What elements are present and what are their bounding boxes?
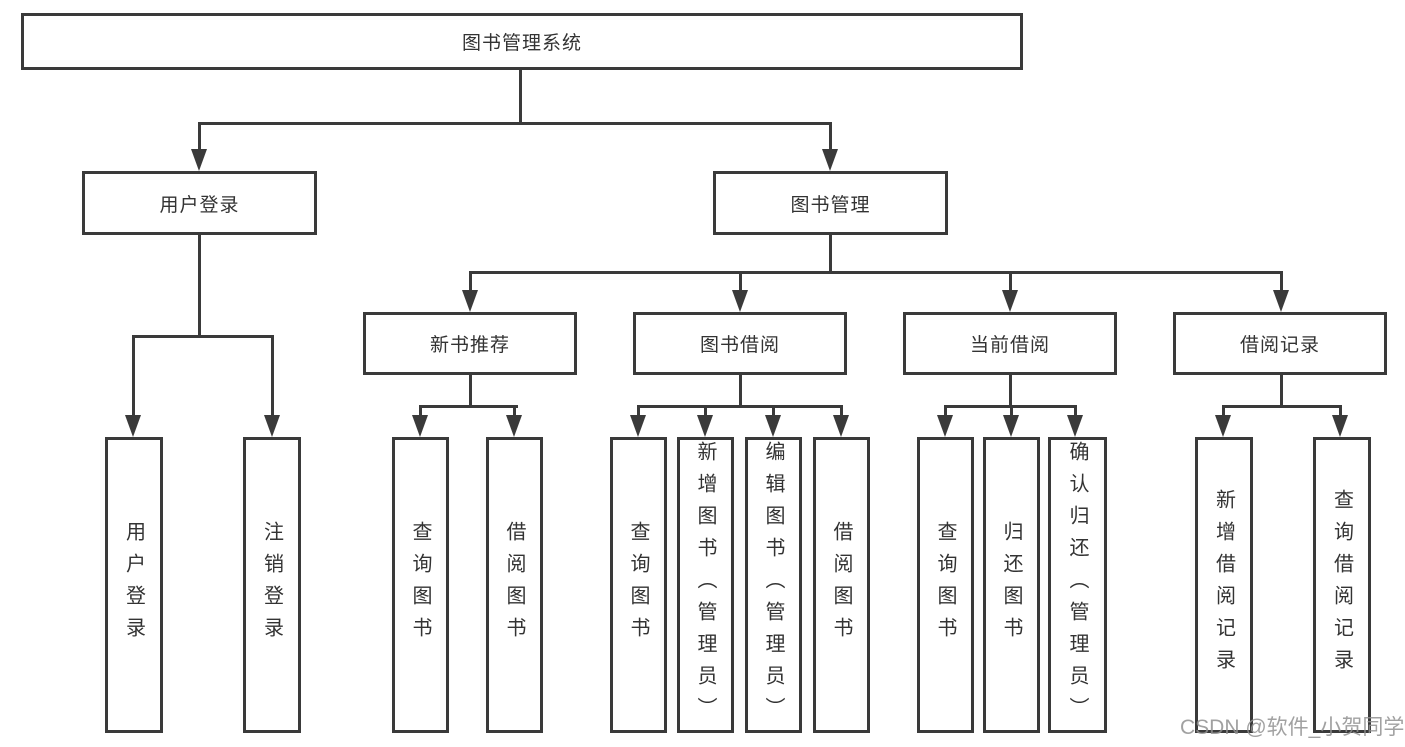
leaf-current-return-label: 归还图书 xyxy=(1000,521,1022,649)
connector-line-cb3 xyxy=(1074,405,1077,419)
arrow-to-borrow-records xyxy=(1273,290,1289,312)
leaf-borrow-borrow-label: 借阅图书 xyxy=(830,521,852,649)
connector-book-borrow-stem xyxy=(739,375,742,408)
arrow-cb2 xyxy=(1003,415,1019,437)
leaf-new-books-borrow: 借阅图书 xyxy=(486,437,543,733)
connector-user-login-bar xyxy=(132,335,274,338)
connector-line-br1 xyxy=(1222,405,1225,419)
connector-line-bb2 xyxy=(704,405,707,419)
arrow-nb1 xyxy=(412,415,428,437)
leaf-records-query-label: 查询借阅记录 xyxy=(1330,489,1353,681)
node-book-borrow: 图书借阅 xyxy=(633,312,847,375)
connector-line-to-book-management xyxy=(829,122,832,152)
connector-current-borrow-stem xyxy=(1009,375,1012,408)
arrow-br1 xyxy=(1215,415,1231,437)
leaf-current-confirm-return-admin: 确认归还（管理员） xyxy=(1048,437,1107,733)
arrow-bb3 xyxy=(765,415,781,437)
connector-root-bar xyxy=(198,122,832,125)
arrow-to-book-borrow xyxy=(732,290,748,312)
leaf-records-query: 查询借阅记录 xyxy=(1313,437,1371,733)
leaf-new-books-borrow-label: 借阅图书 xyxy=(503,521,525,649)
node-new-book-recommend: 新书推荐 xyxy=(363,312,577,375)
arrow-to-current-borrow xyxy=(1002,290,1018,312)
connector-line-to-borrow-records xyxy=(1280,271,1283,293)
arrow-bb1 xyxy=(630,415,646,437)
leaf-borrow-query: 查询图书 xyxy=(610,437,667,733)
arrow-cb1 xyxy=(937,415,953,437)
arrow-to-user-login xyxy=(191,149,207,171)
connector-borrow-records-bar xyxy=(1222,405,1342,408)
connector-borrow-records-stem xyxy=(1280,375,1283,408)
node-borrow-records: 借阅记录 xyxy=(1173,312,1387,375)
connector-new-books-bar xyxy=(419,405,518,408)
connector-book-management-bar xyxy=(469,271,1283,274)
connector-line-br2 xyxy=(1339,405,1342,419)
leaf-borrow-edit-admin: 编辑图书（管理员） xyxy=(745,437,802,733)
connector-line-cb2 xyxy=(1010,405,1013,419)
connector-user-login-stem xyxy=(198,235,201,338)
connector-root-stem xyxy=(519,70,522,123)
leaf-new-books-query: 查询图书 xyxy=(392,437,449,733)
leaf-current-query: 查询图书 xyxy=(917,437,974,733)
arrow-cb3 xyxy=(1067,415,1083,437)
node-user-login: 用户登录 xyxy=(82,171,317,235)
connector-line-nb1 xyxy=(419,405,422,419)
arrow-br2 xyxy=(1332,415,1348,437)
leaf-borrow-edit-admin-label: 编辑图书（管理员） xyxy=(762,441,784,729)
arrow-bb4 xyxy=(833,415,849,437)
connector-line-cb1 xyxy=(944,405,947,419)
leaf-user-login-label: 用户登录 xyxy=(122,521,145,649)
connector-line-bb3 xyxy=(772,405,775,419)
node-current-borrow: 当前借阅 xyxy=(903,312,1117,375)
leaf-new-books-query-label: 查询图书 xyxy=(409,521,431,649)
connector-line-to-current-borrow xyxy=(1009,271,1012,293)
leaf-borrow-borrow: 借阅图书 xyxy=(813,437,870,733)
connector-line-to-book-borrow xyxy=(739,271,742,293)
connector-line-to-leaf-logout xyxy=(271,335,274,419)
arrow-bb2 xyxy=(697,415,713,437)
leaf-borrow-query-label: 查询图书 xyxy=(627,521,649,649)
leaf-records-add: 新增借阅记录 xyxy=(1195,437,1253,733)
arrow-to-book-management xyxy=(822,149,838,171)
node-library-management-system: 图书管理系统 xyxy=(21,13,1023,70)
connector-line-to-user-login xyxy=(198,122,201,152)
connector-book-borrow-bar xyxy=(637,405,843,408)
leaf-logout-label: 注销登录 xyxy=(260,521,283,649)
connector-book-management-stem xyxy=(829,235,832,274)
leaf-current-query-label: 查询图书 xyxy=(934,521,956,649)
leaf-logout: 注销登录 xyxy=(243,437,301,733)
arrow-to-leaf-logout xyxy=(264,415,280,437)
leaf-current-return: 归还图书 xyxy=(983,437,1040,733)
connector-line-to-leaf-user-login xyxy=(132,335,135,419)
connector-new-books-stem xyxy=(469,375,472,408)
connector-line-to-new-books xyxy=(469,271,472,293)
arrow-nb2 xyxy=(506,415,522,437)
leaf-borrow-add-admin: 新增图书（管理员） xyxy=(677,437,734,733)
arrow-to-leaf-user-login xyxy=(125,415,141,437)
leaf-current-confirm-return-admin-label: 确认归还（管理员） xyxy=(1066,441,1088,729)
connector-line-bb1 xyxy=(637,405,640,419)
node-book-management: 图书管理 xyxy=(713,171,948,235)
arrow-to-new-books xyxy=(462,290,478,312)
leaf-records-add-label: 新增借阅记录 xyxy=(1212,489,1235,681)
leaf-user-login: 用户登录 xyxy=(105,437,163,733)
connector-line-bb4 xyxy=(840,405,843,419)
csdn-watermark: CSDN @软件_小贺同学 xyxy=(1180,716,1405,739)
leaf-borrow-add-admin-label: 新增图书（管理员） xyxy=(694,441,716,729)
connector-line-nb2 xyxy=(513,405,516,419)
